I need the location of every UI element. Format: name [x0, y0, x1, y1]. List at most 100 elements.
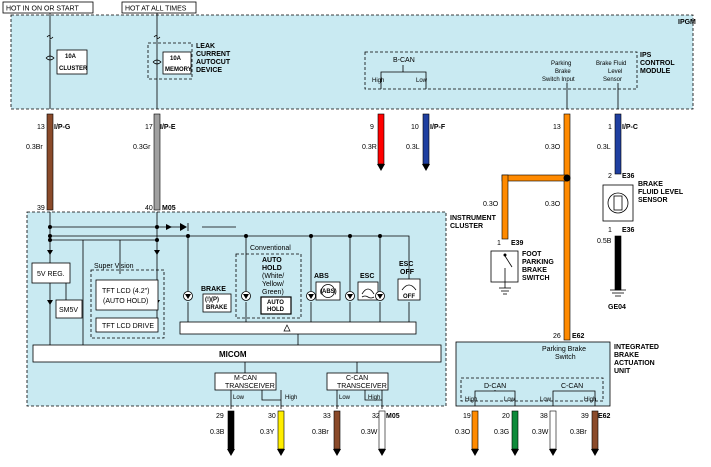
wire-black-gnd — [614, 235, 622, 291]
foot-switch-l2: PARKING — [522, 259, 554, 266]
ibau-can-links — [474, 390, 596, 406]
splice-wire-label: 0.3O — [483, 201, 499, 208]
leak-label-3: AUTOCUT — [196, 59, 231, 66]
ibau-pin38: 38 — [540, 413, 548, 420]
ips-module-label-3: MODULE — [640, 68, 671, 75]
escoff-icon-text: OFF — [403, 294, 415, 300]
wire-orange-main — [563, 113, 571, 341]
sm5v-box — [55, 299, 83, 319]
m05-top: M05 — [162, 205, 176, 212]
conventional-box — [235, 253, 302, 319]
pb-input-3: Switch Input — [542, 77, 575, 83]
leak-label-2: CURRENT — [196, 51, 231, 58]
ibau-bottom-wires: 19 0.3O 20 0.3G 38 0.3W 39 E62 0.3Br — [455, 410, 611, 456]
foot-switch-l4: SWITCH — [522, 275, 550, 282]
cluster-label-2: CLUSTER — [450, 223, 483, 230]
ibau-panel — [455, 341, 611, 407]
ibau-pin39-wire: 0.3Br — [570, 429, 587, 436]
arrow-pin9 — [377, 164, 385, 171]
bf-level-3: Sensor — [603, 77, 622, 83]
escoff-label-2: OFF — [400, 269, 415, 276]
esc-off-car-icon — [401, 284, 417, 291]
bf-sensor-l2: FLUID LEVEL — [638, 189, 684, 196]
autohold-label-2: HOLD — [262, 265, 282, 272]
pin10-label: 10 — [411, 124, 419, 131]
pin40-label: 40 — [145, 205, 153, 212]
pin29-wire: 0.3B — [210, 429, 225, 436]
autohold-icon — [260, 296, 292, 315]
ibau-low2: Low — [540, 397, 552, 403]
pin32-wire: 0.3W — [361, 429, 378, 436]
wire-blue-2 — [614, 113, 622, 175]
micom-label: MICOM — [219, 350, 247, 359]
e62-top: E62 — [572, 333, 585, 340]
cluster-label-1: INSTRUMENT — [450, 215, 497, 222]
mcan-low: Low — [233, 395, 245, 401]
mcan-high: High — [285, 395, 297, 401]
bf-sensor-l1: BRAKE — [638, 181, 663, 188]
cluster-junction-dots — [48, 225, 382, 242]
autohold-label-1: AUTO — [262, 257, 282, 264]
wire-orange-19 — [471, 410, 479, 450]
ibau-label-4: UNIT — [614, 368, 631, 375]
ccan-label-1: C-CAN — [346, 375, 368, 382]
esc-off-indicator: ESC OFF OFF — [375, 261, 421, 301]
driver-triangle-icon — [283, 324, 291, 332]
pin9-wire: 0.3R — [362, 144, 377, 151]
sm5v-label: SM5V — [59, 307, 78, 314]
fuse-cluster: 10A CLUSTER — [45, 35, 88, 75]
wire-white-32 — [378, 410, 386, 450]
mcan-label-1: M-CAN — [234, 375, 257, 382]
wire-0-3l-pin1: 1 I/P-C 0.3L — [597, 113, 638, 175]
pin33-wire: 0.3Br — [312, 429, 329, 436]
wire-red — [377, 113, 385, 165]
ibau-pb-1: Parking Brake — [542, 346, 586, 353]
tft-lcd-label-2: (AUTO HOLD) — [103, 298, 148, 305]
leak-label-1: LEAK — [196, 43, 215, 50]
ibau-label-3: ACTUATION — [614, 360, 655, 367]
ibau-ccan: C-CAN — [561, 383, 583, 390]
down-wire-label: 0.3O — [545, 201, 561, 208]
bcan-low: Low — [416, 78, 428, 84]
ibau-pb-2: Switch — [555, 354, 576, 361]
autohold-icon-1: AUTO — [267, 300, 284, 306]
pin13-label: 13 — [37, 124, 45, 131]
conventional-label: Conventional — [250, 245, 291, 252]
tft-lcd-label-1: TFT LCD (4.2") — [102, 288, 149, 295]
pin33-label: 33 — [323, 413, 331, 420]
diode — [180, 223, 189, 231]
ibau-pin19-wire: 0.3O — [455, 429, 471, 436]
brake-fluid-level-sensor: 2 E36 1 E36 0.5B GE04 BRAKE FLUID LEVEL … — [597, 173, 684, 311]
ibau-pin20: 20 — [502, 413, 510, 420]
ibau-can-box — [460, 377, 604, 402]
wire-green-20 — [511, 410, 519, 450]
ibau-e62: E62 — [598, 413, 611, 420]
fuse-cluster-amp: 10A — [65, 54, 77, 60]
pin32-label: 32 — [372, 413, 380, 420]
wire-gray — [153, 113, 161, 211]
brake-icon-line1: (!)(P) — [205, 297, 219, 303]
wire-blue-1 — [422, 113, 430, 165]
super-vision-box — [90, 269, 165, 339]
tft-lcd-drive-box — [95, 317, 159, 333]
pin10-conn: I/P-F — [430, 124, 446, 131]
splice-dot — [563, 174, 571, 182]
wire-black-29 — [227, 410, 235, 450]
micom-box — [32, 344, 442, 363]
foot-switch-l3: BRAKE — [522, 267, 547, 274]
pin30-wire: 0.3Y — [260, 429, 275, 436]
wire-brown-33 — [333, 410, 341, 450]
brake-warning-icon — [202, 293, 232, 313]
ibau-dcan: D-CAN — [484, 383, 506, 390]
ipgm-panel — [10, 14, 694, 110]
pin9-label: 9 — [370, 124, 374, 131]
tft-lcd-box — [95, 279, 159, 311]
power-label-on-start-text: HOT IN ON OR START — [6, 6, 79, 13]
autohold-label-5: Green) — [262, 289, 284, 296]
mcan-label-2: TRANSCEIVER — [225, 383, 275, 390]
ibau-pin38-wire: 0.3W — [532, 429, 549, 436]
wire-0-3br-pin13: 13 I/P-G 0.3Br — [26, 113, 71, 211]
ips-module-label-2: CONTROL — [640, 60, 675, 67]
